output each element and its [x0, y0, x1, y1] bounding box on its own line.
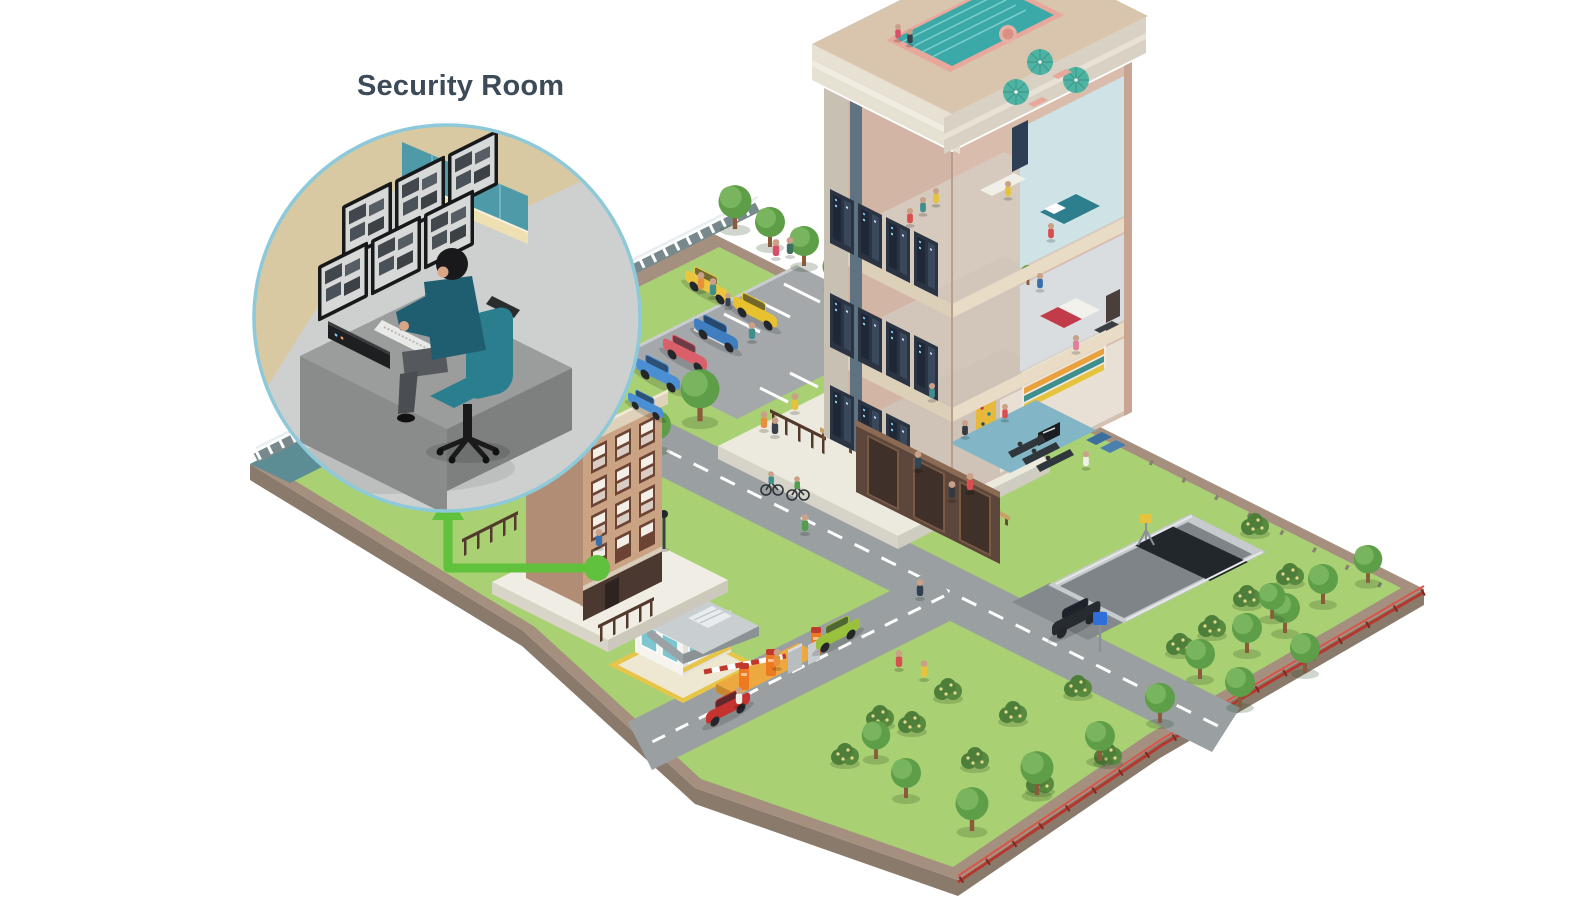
recorder — [328, 321, 390, 370]
ramp-sign — [1093, 612, 1107, 652]
umbrella — [1002, 78, 1030, 106]
operator-torso — [424, 276, 486, 360]
connector-dot — [584, 555, 610, 581]
storefront — [856, 420, 1000, 564]
rooftop-pool — [886, 0, 1064, 72]
pillar-strip — [824, 88, 848, 448]
facade-windows — [583, 415, 662, 621]
umbrella — [1026, 48, 1054, 76]
red-rail-fence — [956, 585, 1426, 885]
callout-circle — [252, 123, 642, 513]
height-bar-sign — [1137, 514, 1155, 546]
office-tower — [812, 0, 1148, 564]
security-room-callout — [252, 123, 642, 513]
security-room-label: Security Room — [357, 70, 565, 102]
apartment-floors — [980, 120, 1122, 335]
connector-line — [443, 514, 597, 573]
underground-parking-ramp — [1047, 514, 1266, 652]
security-operator — [396, 248, 513, 464]
phone — [486, 296, 520, 318]
entrance-gate — [702, 627, 821, 736]
classroom — [950, 400, 1096, 473]
bedroom-wall — [1020, 73, 1130, 268]
storefront-band — [583, 551, 662, 621]
